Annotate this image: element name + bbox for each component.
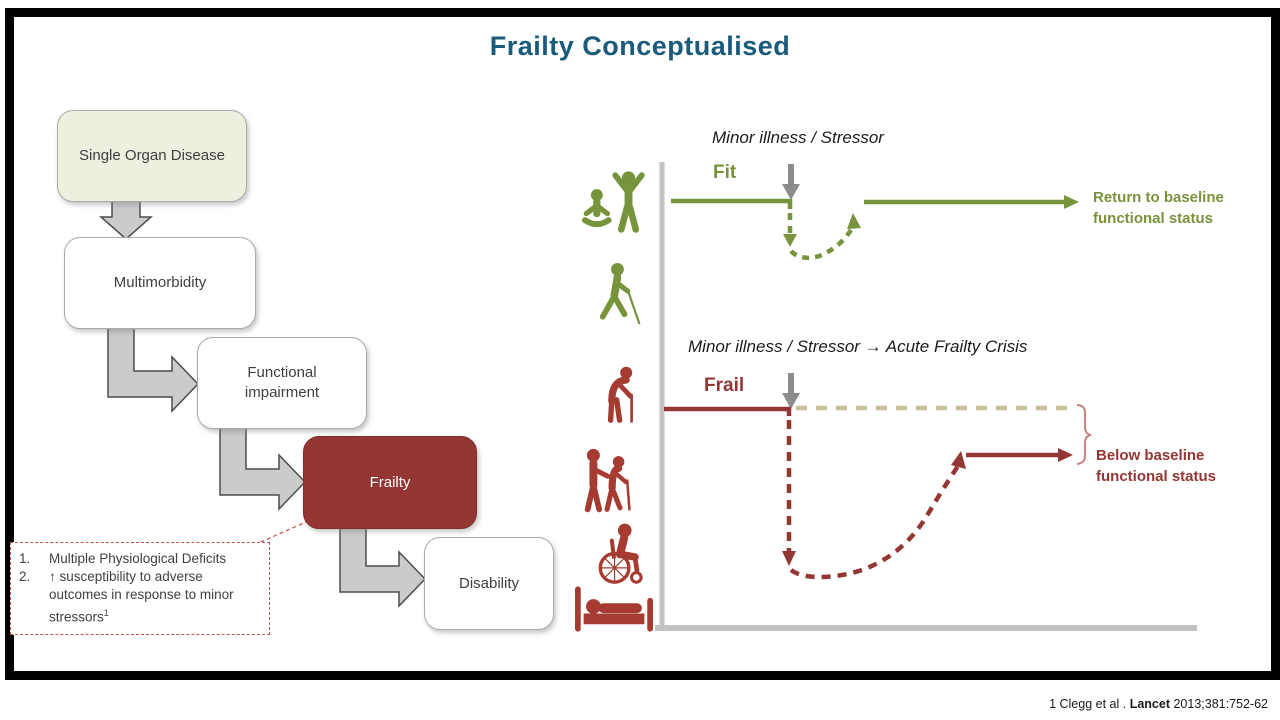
fit-recovery-arrowhead	[847, 213, 861, 229]
wheelchair-user-icon	[598, 523, 643, 584]
frail-drop-arrowhead	[782, 551, 796, 566]
box-label: Disability	[458, 574, 519, 592]
fit-line	[671, 198, 1066, 261]
down-arrow	[99, 198, 153, 240]
frail-below-arrowhead	[1058, 448, 1073, 462]
frail-line	[664, 406, 1060, 580]
box-functional-impairment: Functional impairment	[197, 337, 367, 429]
note-item-number: 2.	[19, 569, 31, 584]
frail-label: Frail	[704, 375, 745, 396]
note-item-number: 1.	[19, 551, 31, 566]
below-baseline-label: Below baseline functional status	[1096, 447, 1217, 485]
frail-stressor-label: Minor illness / Stressor → Acute Frailty…	[688, 337, 1028, 356]
exercising-people-icon	[581, 171, 645, 233]
person-in-bed-icon	[574, 586, 654, 632]
return-to-baseline-label: Return to baseline functional status	[1093, 189, 1224, 227]
fit-return-arrowhead	[1064, 195, 1079, 209]
stressor-arrow-frail	[782, 373, 800, 409]
elbow-arrow-3	[339, 525, 427, 608]
fit-stressor-label: Minor illness / Stressor	[712, 128, 884, 147]
citation: 1 Clegg et al . Lancet 2013;381:752-62	[1049, 697, 1268, 711]
frailty-definition-note: 1. Multiple Physiological Deficits 2. ↑ …	[10, 542, 270, 635]
hiking-person-icon	[599, 263, 641, 325]
below-baseline-bracket	[1076, 404, 1092, 465]
elbow-arrow-1	[107, 325, 200, 413]
note-item-2: 2. ↑ susceptibility to adverse outcomes …	[19, 568, 263, 627]
fit-label: Fit	[713, 162, 737, 183]
slide-title: Frailty Conceptualised	[489, 31, 791, 61]
fit-dip-arrowhead	[783, 234, 797, 247]
elderly-person-cane-icon	[607, 366, 633, 423]
citation-suffix: 2013;381:752-62	[1169, 697, 1268, 711]
citation-journal: Lancet	[1129, 697, 1170, 711]
frail-recovery-arrowhead	[951, 451, 966, 469]
elbow-arrow-2	[219, 426, 307, 511]
citation-prefix: 1 Clegg et al .	[1049, 697, 1130, 711]
stressor-arrow-fit	[782, 164, 800, 200]
note-item-text: ↑ susceptibility to adverse outcomes in …	[49, 569, 234, 625]
box-frailty: Frailty	[303, 436, 477, 529]
box-multimorbidity: Multimorbidity	[64, 237, 256, 329]
box-label: Functional impairment	[244, 364, 320, 401]
footnote-marker: 1	[103, 608, 109, 618]
note-item-text: Multiple Physiological Deficits	[49, 551, 227, 566]
note-connector-line	[253, 521, 307, 546]
box-single-organ-disease: Single Organ Disease	[57, 110, 247, 202]
box-label: Single Organ Disease	[79, 147, 225, 164]
box-disability: Disability	[424, 537, 554, 630]
box-label: Frailty	[369, 473, 411, 491]
box-label: Multimorbidity	[113, 274, 207, 291]
note-item-1: 1. Multiple Physiological Deficits	[19, 550, 263, 568]
assisted-walking-icon	[584, 448, 631, 513]
